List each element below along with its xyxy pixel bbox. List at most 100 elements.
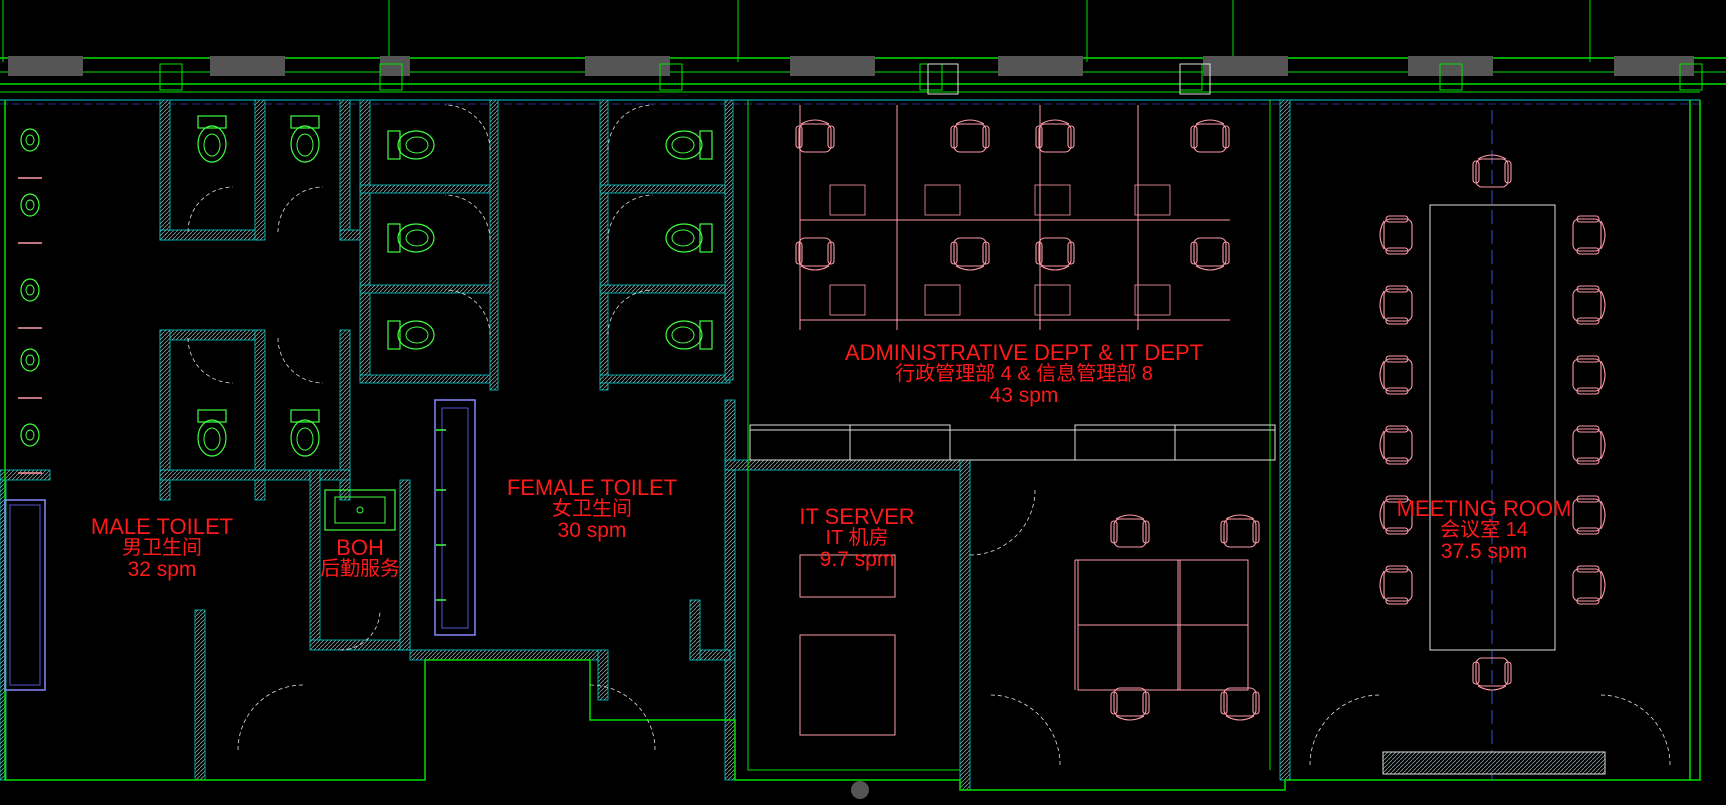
toilet-seat bbox=[296, 427, 314, 451]
hatched-wall bbox=[399, 479, 411, 651]
chair-part bbox=[1379, 500, 1385, 530]
column bbox=[379, 63, 403, 91]
chair-part bbox=[827, 241, 835, 265]
desk-cpu bbox=[1134, 184, 1171, 216]
server-rack bbox=[799, 634, 896, 736]
toilet-fixture bbox=[665, 320, 713, 350]
hatched-wall bbox=[309, 639, 411, 651]
chair-part bbox=[1252, 691, 1260, 715]
it-server-area: 9.7 spm bbox=[819, 548, 895, 572]
toilet-bowl bbox=[290, 125, 320, 163]
meeting-room-label: MEETING ROOM 会议室 14 37.5 spm bbox=[1397, 497, 1572, 563]
chair-part bbox=[1223, 687, 1257, 717]
chair-part bbox=[798, 237, 832, 267]
storage-cabinet bbox=[849, 424, 951, 461]
storage-cabinet bbox=[1174, 424, 1276, 461]
it-server-name-en: IT SERVER bbox=[799, 504, 915, 529]
chair-part bbox=[827, 125, 835, 149]
window-panel bbox=[1614, 56, 1694, 76]
chair-part bbox=[1190, 125, 1198, 149]
window-panel bbox=[585, 56, 670, 76]
toilet-tank bbox=[387, 320, 401, 350]
door-swing bbox=[1599, 694, 1671, 766]
chair-part bbox=[1067, 125, 1075, 149]
sink-counter bbox=[4, 499, 46, 691]
chair-part bbox=[1190, 241, 1198, 265]
chair-part bbox=[1475, 657, 1509, 687]
column bbox=[1439, 63, 1463, 91]
chair-part bbox=[1576, 355, 1600, 363]
chair-part bbox=[798, 123, 832, 153]
chair-part bbox=[1385, 285, 1409, 293]
sink-counter bbox=[9, 504, 41, 686]
toilet-fixture bbox=[387, 320, 435, 350]
office-chair bbox=[1379, 285, 1413, 325]
office-chair bbox=[1035, 237, 1075, 271]
toilet-bowl bbox=[197, 419, 227, 457]
chair-part bbox=[953, 237, 987, 267]
toilet-fixture bbox=[197, 409, 227, 457]
chair-part bbox=[1385, 597, 1409, 605]
chair-part bbox=[1035, 125, 1043, 149]
meeting-room-area: 37.5 spm bbox=[1440, 540, 1528, 564]
female-toilet-label: FEMALE TOILET 女卫生间 30 spm bbox=[507, 476, 677, 542]
toilet-fixture bbox=[665, 223, 713, 253]
chair-part bbox=[1600, 360, 1606, 390]
door-swing bbox=[187, 186, 234, 233]
chair-part bbox=[1600, 430, 1606, 460]
chair-part bbox=[1385, 215, 1409, 223]
toilet-bowl bbox=[290, 419, 320, 457]
chair-part bbox=[1385, 425, 1409, 433]
toilet-seat bbox=[203, 427, 221, 451]
chair-part bbox=[1472, 160, 1480, 184]
hatched-wall bbox=[359, 184, 496, 194]
office-chair bbox=[1572, 565, 1606, 605]
toilet-bowl bbox=[197, 125, 227, 163]
door-swing bbox=[1309, 694, 1381, 766]
office-chair bbox=[1110, 687, 1150, 721]
chair-part bbox=[795, 241, 803, 265]
admin-it-name-cn: 行政管理部 4 & 信息管理部 8 bbox=[895, 363, 1153, 386]
hatched-wall bbox=[724, 399, 736, 781]
chair-part bbox=[1035, 241, 1043, 265]
door-swing bbox=[277, 337, 324, 384]
female-toilet-name-cn: 女卫生间 bbox=[551, 498, 632, 521]
toilet-seat bbox=[203, 133, 221, 157]
chair-part bbox=[1385, 355, 1409, 363]
column-marker bbox=[851, 781, 869, 799]
hatched-wall bbox=[339, 329, 351, 501]
office-chair bbox=[1379, 495, 1413, 535]
toilet-seat bbox=[296, 133, 314, 157]
toilet-seat bbox=[405, 136, 429, 154]
office-chair bbox=[1379, 565, 1413, 605]
chair-part bbox=[1038, 123, 1072, 153]
chair-part bbox=[950, 241, 958, 265]
chair-part bbox=[1600, 570, 1606, 600]
office-chair bbox=[795, 119, 835, 153]
toilet-tank bbox=[387, 130, 401, 160]
hatched-wall bbox=[959, 459, 971, 791]
toilet-tank bbox=[699, 320, 713, 350]
column bbox=[1679, 63, 1703, 91]
chair-part bbox=[1385, 527, 1409, 535]
door-swing bbox=[444, 194, 491, 241]
office-chair bbox=[1035, 119, 1075, 153]
office-chair bbox=[1572, 425, 1606, 465]
toilet-bowl bbox=[665, 223, 703, 253]
chair-part bbox=[1576, 597, 1600, 605]
admin-it-area: 43 spm bbox=[989, 384, 1059, 408]
chair-part bbox=[1383, 428, 1413, 462]
hatched-wall bbox=[339, 99, 351, 241]
hatched-wall bbox=[254, 329, 266, 501]
male-toilet-name-cn: 男卫生间 bbox=[122, 537, 202, 560]
meeting-room-name-en: MEETING ROOM bbox=[1396, 496, 1572, 521]
toilet-tank bbox=[699, 223, 713, 253]
office-chair bbox=[1220, 687, 1260, 721]
toilet-seat bbox=[671, 229, 695, 247]
column bbox=[1179, 63, 1211, 95]
toilet-fixture bbox=[290, 115, 320, 163]
hatched-wall bbox=[1279, 99, 1291, 781]
chair-part bbox=[1142, 691, 1150, 715]
window-panel bbox=[790, 56, 875, 76]
office-chair bbox=[1379, 355, 1413, 395]
